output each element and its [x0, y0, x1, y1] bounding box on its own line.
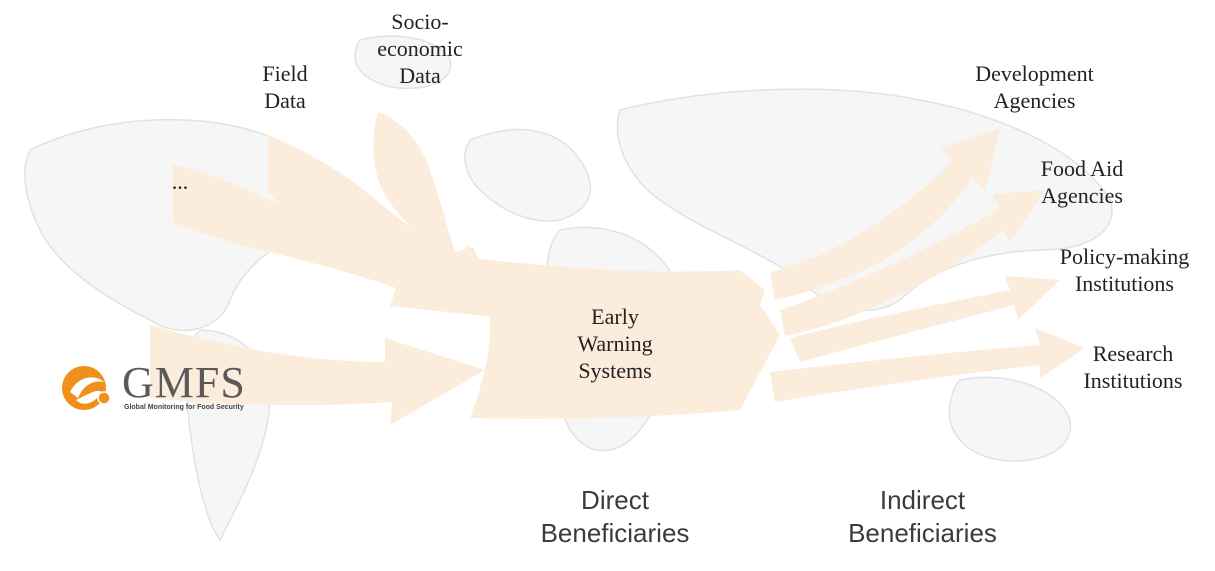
arrow-to-food-aid-agencies — [780, 190, 1045, 336]
gmfs-logo-icon — [62, 366, 111, 410]
research-institutions-label: Research Institutions — [1083, 341, 1183, 393]
policy-making-institutions-label: Policy-making Institutions — [1059, 244, 1190, 296]
arrow-to-development-agencies — [770, 128, 1000, 300]
field-data-label: Field Data — [262, 61, 308, 113]
early-warning-systems-label: Early Warning Systems — [577, 304, 653, 383]
arrow-ews-main — [470, 258, 780, 419]
development-agencies-label: Development Agencies — [975, 61, 1094, 113]
gmfs-logo-subtitle: Global Monitoring for Food Security — [124, 404, 244, 411]
arrow-socio-data-to-ews — [373, 112, 505, 325]
arrow-to-research-institutions — [770, 328, 1085, 402]
arrow-gmfs-to-ews — [150, 325, 485, 425]
food-aid-agencies-label: Food Aid Agencies — [1040, 156, 1124, 208]
ellipsis-label: ... — [171, 169, 189, 194]
arrow-group — [150, 112, 1085, 425]
indirect-beneficiaries-label: Indirect Beneficiaries — [848, 485, 997, 548]
socio-economic-data-label: Socio- economic Data — [377, 9, 463, 88]
gmfs-logo-wordmark: GMFS — [122, 358, 246, 407]
arrow-to-policy-making — [790, 276, 1060, 362]
direct-beneficiaries-label: Direct Beneficiaries — [540, 485, 690, 548]
